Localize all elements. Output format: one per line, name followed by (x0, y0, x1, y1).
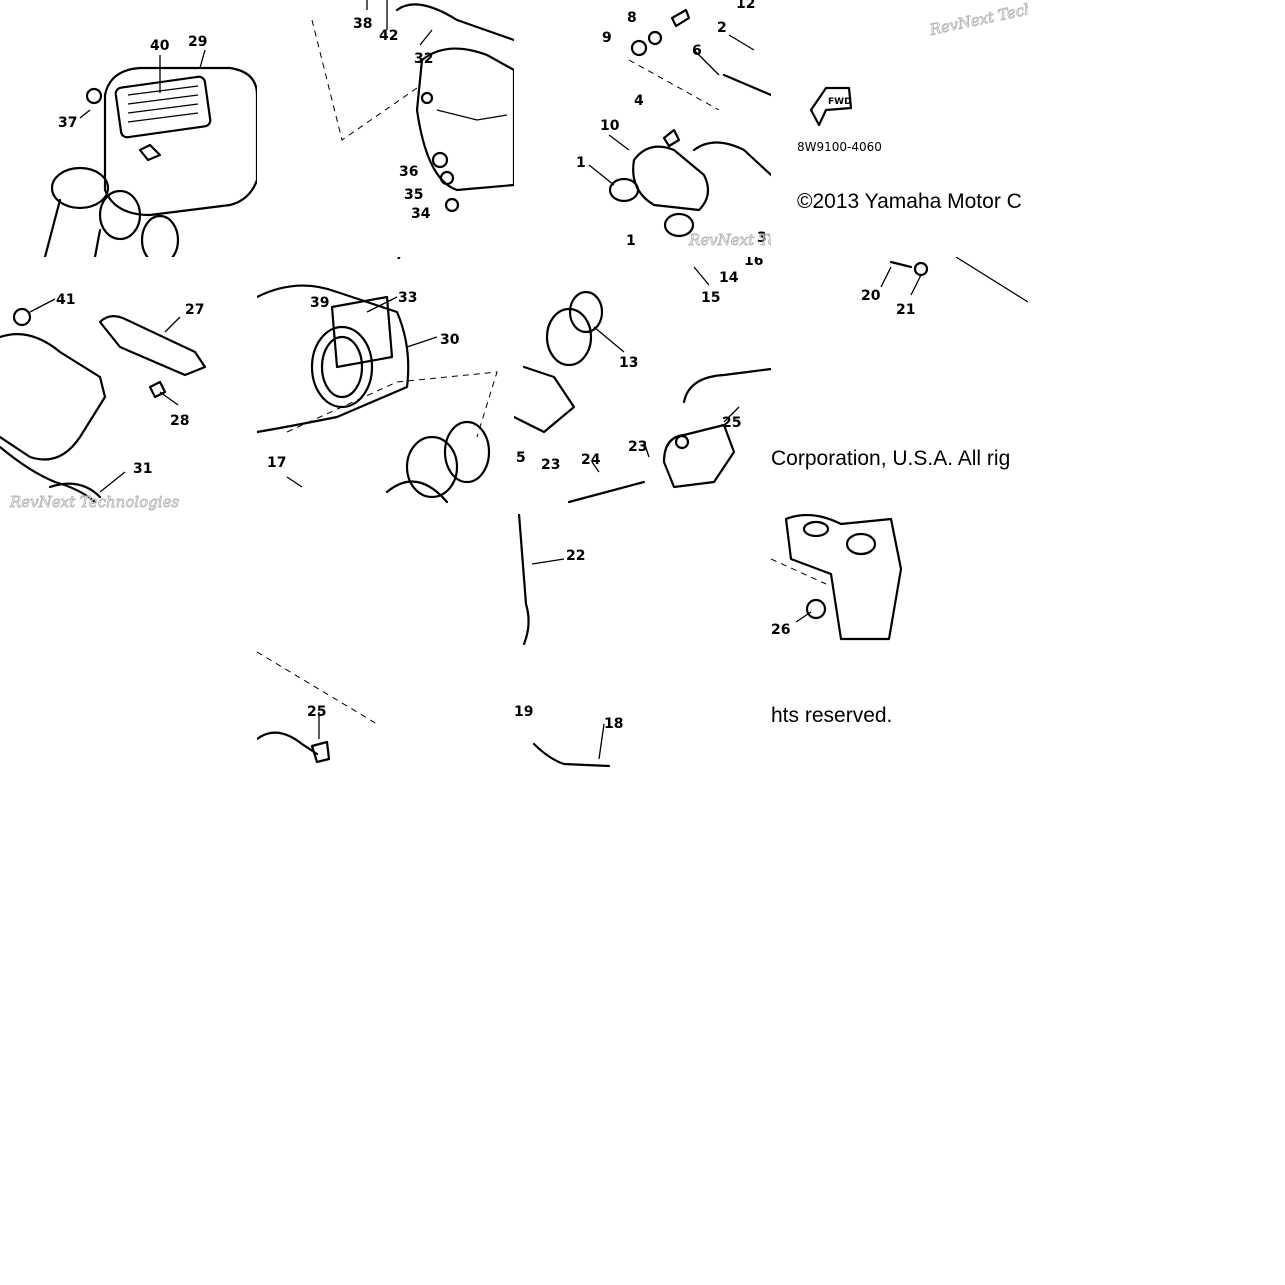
part-code: 8W9100-4060 (797, 140, 882, 154)
copyright-line-1: ©2013 Yamaha Motor C (797, 190, 1022, 213)
callout-30: 30 (440, 332, 460, 348)
tile-bracket: 26 hts reserved. (771, 514, 1028, 771)
callout-6: 6 (692, 43, 702, 59)
callout-21: 21 (896, 302, 915, 318)
callout-26: 26 (771, 622, 790, 638)
callout-42: 42 (379, 28, 398, 44)
callout-1b: 1 (626, 233, 636, 249)
watermark: RevNext Technologies (688, 231, 771, 249)
tile-joint-and-breather: 13 15 14 16 25 23 23 24 5 (514, 257, 771, 514)
callout-5: 5 (516, 450, 526, 466)
tile-legend: RevNext Technologies FWD 8W9100-4060 ©20… (771, 0, 1028, 257)
bracket-drawing: 26 (771, 514, 903, 641)
callout-38: 38 (353, 16, 372, 32)
breather-hose-drawing: 22 18 19 (514, 514, 623, 768)
callout-9: 9 (602, 30, 612, 46)
callout-7: 7 (395, 257, 405, 263)
callout-39: 39 (310, 295, 329, 311)
tile-hose-lower: 25 (257, 514, 514, 771)
callout-28: 28 (170, 413, 189, 429)
callout-2: 2 (717, 20, 727, 36)
tile-air-cleaner-cover: 40 29 37 (0, 0, 257, 257)
legend-drawing: RevNext Technologies FWD 8W9100-4060 (797, 0, 1028, 154)
tile-air-cleaner-body: 41 27 28 31 RevNext Technologies (0, 257, 257, 514)
bolt-drawing: 20 21 (861, 257, 1028, 318)
manifold-drawing: 8 9 2 6 4 10 1 1 3 12 RevNext Technologi… (576, 0, 771, 249)
callout-33: 33 (398, 290, 417, 306)
callout-15: 15 (701, 290, 720, 306)
callout-23b: 23 (541, 457, 560, 473)
callout-34: 34 (411, 206, 431, 222)
hose-lower-drawing: 25 (257, 651, 378, 764)
callout-24: 24 (581, 452, 601, 468)
callout-40: 40 (150, 38, 170, 54)
callout-29: 29 (188, 34, 207, 50)
tile-copyright-2: 20 21 Corporation, U.S.A. All rig (771, 257, 1028, 514)
callout-32: 32 (414, 51, 433, 67)
callout-1a: 1 (576, 155, 586, 171)
callout-31: 31 (133, 461, 152, 477)
callout-16: 16 (744, 257, 763, 269)
air-cleaner-cover-drawing: 40 29 37 (43, 34, 257, 257)
tile-air-cleaner-case: 39 33 30 17 7 (257, 257, 514, 514)
air-cleaner-case-top-drawing: 38 42 32 36 35 34 (311, 0, 514, 222)
tile-breather-hose: 22 18 19 (514, 514, 771, 771)
callout-23a: 23 (628, 439, 647, 455)
callout-19: 19 (514, 704, 533, 720)
watermark: RevNext Technologies (927, 0, 1028, 39)
tile-air-cleaner-case-top: 38 42 32 36 35 34 (257, 0, 514, 257)
callout-3: 3 (757, 230, 767, 246)
copyright-line-2: Corporation, U.S.A. All rig (771, 447, 1011, 470)
callout-17: 17 (267, 455, 286, 471)
air-cleaner-body-drawing: 41 27 28 31 RevNext Technologies (0, 292, 207, 511)
callout-20: 20 (861, 288, 881, 304)
watermark: RevNext Technologies (9, 493, 179, 511)
callout-27: 27 (185, 302, 204, 318)
joint-breather-drawing: 13 15 14 16 25 23 23 24 5 (514, 257, 771, 504)
fwd-arrow-icon (809, 86, 853, 127)
callout-37: 37 (58, 115, 77, 131)
callout-36: 36 (399, 164, 418, 180)
callout-8: 8 (627, 10, 637, 26)
callout-10: 10 (600, 118, 620, 134)
callout-4: 4 (634, 93, 644, 109)
callout-12: 12 (736, 0, 755, 12)
callout-41: 41 (56, 292, 75, 308)
callout-35: 35 (404, 187, 423, 203)
callout-14: 14 (719, 270, 739, 286)
tile-manifold: 8 9 2 6 4 10 1 1 3 12 RevNext Technologi… (514, 0, 771, 257)
air-cleaner-case-drawing: 39 33 30 17 7 (257, 257, 498, 504)
copyright-line-3: hts reserved. (771, 704, 893, 727)
callout-25-lower: 25 (307, 704, 326, 720)
callout-25: 25 (722, 415, 741, 431)
callout-22: 22 (566, 548, 585, 564)
fwd-label: FWD (828, 97, 852, 107)
callout-18: 18 (604, 716, 623, 732)
callout-13: 13 (619, 355, 638, 371)
